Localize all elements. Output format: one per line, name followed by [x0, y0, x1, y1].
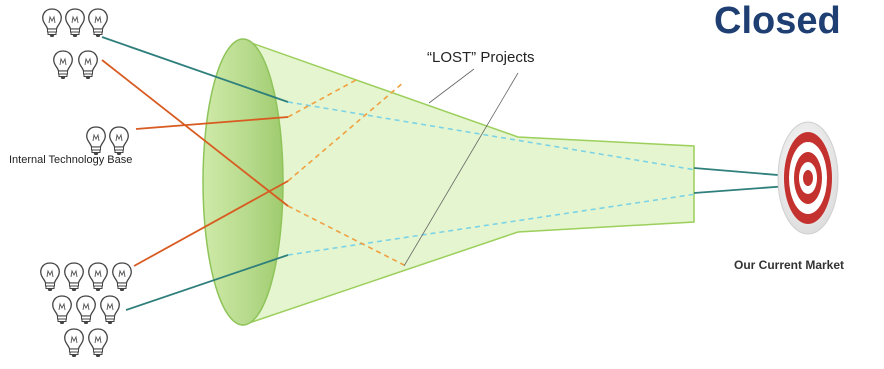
target-icon	[777, 121, 839, 235]
idea-paths	[101, 36, 289, 311]
lightbulb-icon	[86, 126, 106, 156]
lightbulb-icon	[65, 8, 85, 38]
current-market-label: Our Current Market	[734, 258, 845, 272]
lightbulb-icon	[78, 50, 98, 80]
lightbulb-icon	[64, 262, 84, 292]
internal-technology-base-label: Internal Technology Base	[9, 154, 133, 166]
lightbulb-icon	[53, 50, 73, 80]
lightbulb-icon	[42, 8, 62, 38]
lightbulb-icon	[88, 262, 108, 292]
lightbulb-icon	[100, 295, 120, 325]
lightbulb-icon	[76, 295, 96, 325]
bottom-bulb-cluster	[40, 262, 132, 358]
funnel-mouth	[202, 38, 284, 326]
lightbulb-icon	[88, 328, 108, 358]
lightbulb-icon	[40, 262, 60, 292]
internal-bulb-cluster	[86, 126, 129, 156]
lost-projects-label: “LOST” Projects	[427, 49, 535, 66]
page-title: Closed	[714, 0, 841, 42]
lightbulb-icon	[112, 262, 132, 292]
lightbulb-icon	[109, 126, 129, 156]
lightbulb-icon	[88, 8, 108, 38]
lightbulb-icon	[52, 295, 72, 325]
funnel	[242, 38, 695, 327]
top-bulb-cluster	[42, 8, 108, 80]
lightbulb-icon	[64, 328, 84, 358]
lost-label-pointers	[403, 68, 519, 267]
lost-project-paths	[287, 79, 697, 266]
